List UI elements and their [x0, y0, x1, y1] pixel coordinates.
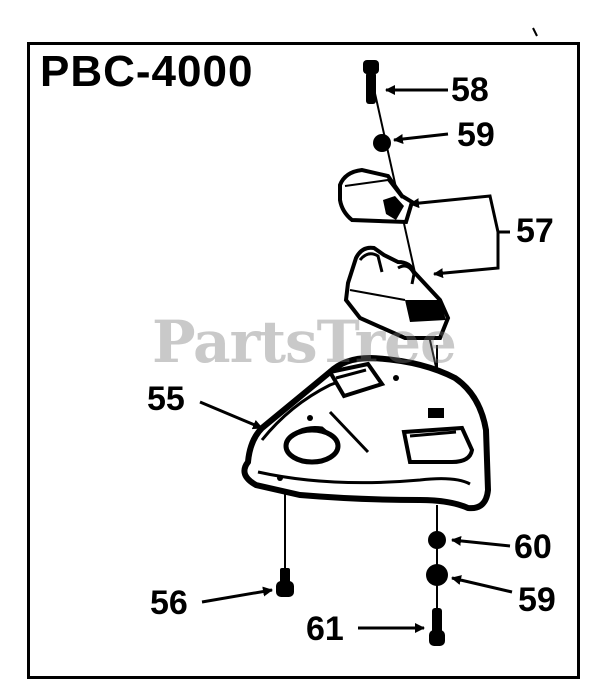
- leader-lines: [199, 85, 513, 633]
- mount-plate-55-part: [241, 354, 492, 512]
- leader-59-top: [393, 132, 449, 144]
- leader-57-lower: [433, 232, 500, 279]
- watermark: PartsTree: [152, 308, 457, 376]
- callout-59-top: 59: [457, 116, 495, 154]
- screw-56-part: [276, 568, 294, 597]
- model-title: PBC-4000: [40, 47, 254, 96]
- leader-57-upper: [409, 194, 510, 234]
- nut-59-bottom-part: [426, 564, 448, 586]
- callout-58: 58: [451, 71, 489, 109]
- bolt-58-part: [363, 60, 379, 104]
- callout-57: 57: [516, 212, 554, 250]
- corner-mark: [532, 27, 538, 37]
- washer-60-part: [428, 531, 446, 549]
- leader-60: [451, 535, 511, 548]
- callout-56: 56: [150, 584, 188, 622]
- callout-60: 60: [514, 528, 552, 566]
- callout-61: 61: [306, 610, 344, 648]
- callout-55: 55: [147, 380, 185, 418]
- leader-59-bottom: [451, 575, 513, 594]
- clamp-57-lower-part: [343, 245, 451, 340]
- leader-55: [199, 400, 263, 430]
- nut-59-top-part: [373, 134, 391, 152]
- leader-56: [201, 586, 273, 604]
- clamp-57-upper-part: [338, 167, 415, 225]
- diagram-frame: [27, 42, 580, 679]
- callout-59-bottom: 59: [518, 581, 556, 619]
- bolt-61-part: [429, 608, 445, 646]
